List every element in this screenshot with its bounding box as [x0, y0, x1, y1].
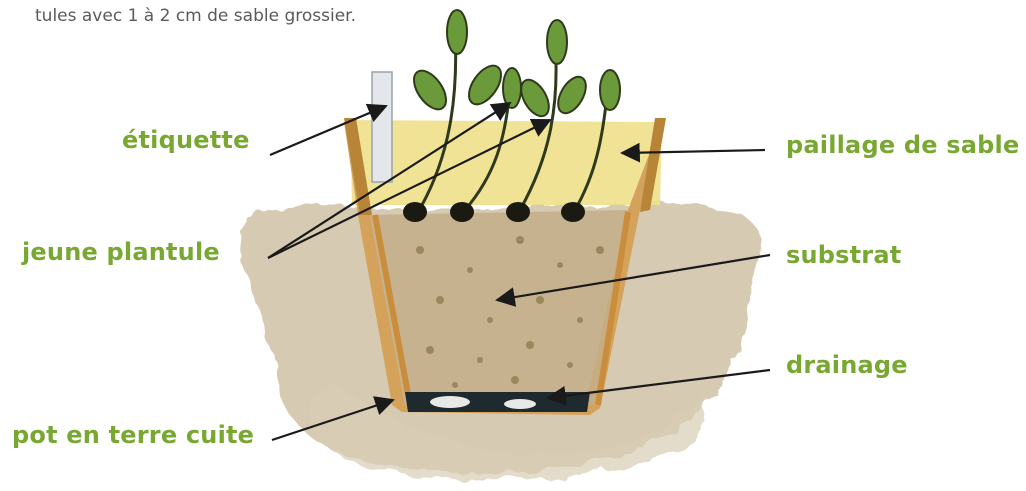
label-etiquette: étiquette	[122, 126, 250, 154]
plant-label-stick	[372, 72, 392, 182]
label-pot-en-terre-cuite: pot en terre cuite	[12, 421, 254, 449]
drainage-layer	[405, 392, 590, 412]
sand-mulch-layer	[350, 120, 662, 205]
label-substrat: substrat	[786, 241, 901, 269]
label-drainage: drainage	[786, 351, 908, 379]
label-paillage-de-sable: paillage de sable	[786, 131, 1019, 159]
label-jeune-plantule: jeune plantule	[22, 238, 220, 266]
